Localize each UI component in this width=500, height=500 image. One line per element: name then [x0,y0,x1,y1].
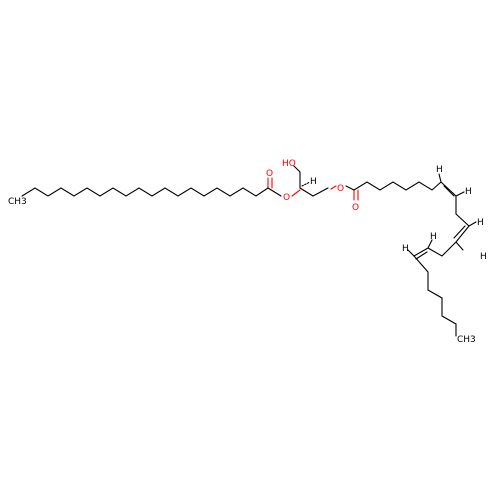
double-bond-2 [455,225,470,243]
h-db3-b-label: H [430,232,437,242]
ester-bond-left-o [291,189,301,197]
h-db2-b-label: H [480,252,487,262]
db2-h-top [468,221,477,227]
double-bond-1 [440,181,457,197]
palmitoyl-chain [21,187,269,197]
h-db3-a-label: H [402,244,409,254]
o-ester-right-label: O [337,184,344,194]
linoleoyl-chain-3 [427,241,457,257]
double-bond-1b [443,185,455,197]
ester-bond-right-o [330,185,337,190]
h-stereo-label: H [310,177,317,187]
o-carbonyl-left-label: O [266,169,273,179]
db1-h-right [455,191,465,197]
h-db2-a-label: H [477,218,484,228]
ester-bond-right-c [345,185,355,191]
glycerol-bond-1 [299,187,314,197]
h-db1-b-label: H [465,187,472,197]
ch3-right-label: CH3 [457,335,476,345]
oh-label: HO [282,159,296,169]
db2-h-bottom [455,241,464,251]
double-bond-2b [453,225,466,239]
h-db1-a-label: H [436,165,443,175]
ester-bond-left-c [267,187,282,197]
linoleoyl-chain-1 [353,181,442,191]
stereo-hash [301,181,311,187]
double-bond-3b [415,251,428,260]
double-bond-3 [413,247,429,257]
linoleoyl-chain-4 [413,255,457,337]
db1-h-left [438,173,442,183]
db3-h-left [407,249,415,257]
ch3-left-label: CH3 [8,197,27,207]
db3-h-right [427,239,433,249]
o-carbonyl-right-label: O [352,203,359,213]
glycerol-bond-4 [293,165,301,173]
glycerol-bond-2 [312,187,329,197]
linoleoyl-chain-2 [455,195,470,227]
o-ester-left-label: O [283,193,290,203]
